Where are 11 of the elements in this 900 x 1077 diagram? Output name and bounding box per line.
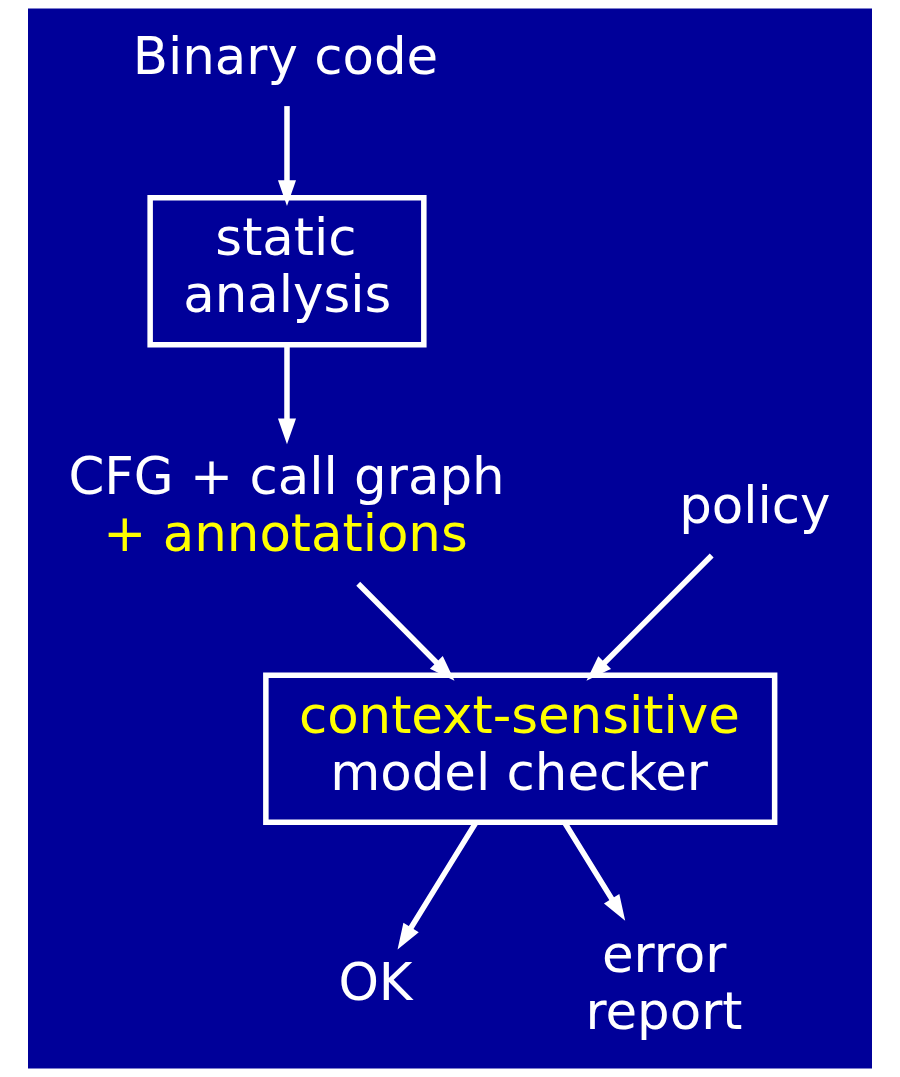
arrow [277, 106, 296, 207]
node-text: CFG + call graph + annotations [68, 446, 505, 564]
node-box: context-sensitive model checker [263, 672, 778, 826]
node-text: policy [679, 474, 831, 535]
node-text: Binary code [132, 25, 439, 86]
node-text: OK [338, 952, 413, 1013]
arrow [356, 581, 455, 681]
node-text: error report [585, 923, 743, 1041]
arrow [277, 344, 296, 445]
arrow [586, 553, 714, 681]
node-box: static analysis [147, 195, 427, 348]
